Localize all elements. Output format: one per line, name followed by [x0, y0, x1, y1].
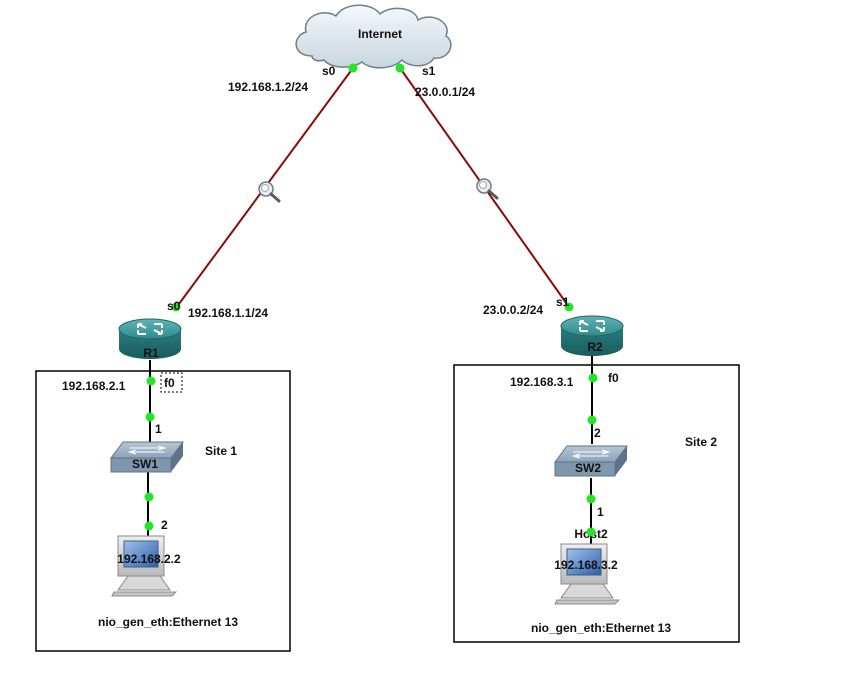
- switch-sw1[interactable]: SW1: [110, 441, 184, 473]
- router-icon: [560, 315, 624, 356]
- capture-magnifier-icon[interactable]: [258, 181, 281, 203]
- nio-label: nio_gen_eth:Ethernet 13: [531, 621, 671, 635]
- port-label: s1: [422, 64, 436, 78]
- site-label: Site 1: [205, 444, 237, 458]
- cloud-label: Internet: [358, 27, 402, 41]
- port-label: 1: [155, 422, 162, 436]
- port-up-indicator: [586, 527, 596, 537]
- router-label: R2: [587, 340, 603, 354]
- port-up-indicator: [395, 63, 405, 73]
- ip-label: 23.0.0.1/24: [415, 85, 475, 99]
- port-label: s0: [322, 64, 336, 78]
- workstation-icon: [554, 543, 621, 605]
- port-dots: [144, 63, 598, 537]
- port-label: 1: [597, 505, 604, 519]
- switch-label: SW1: [132, 457, 158, 471]
- host-2[interactable]: Host2 192.168.3.2: [554, 527, 621, 605]
- port-label: f0: [164, 376, 175, 390]
- switch-label: SW2: [575, 461, 601, 475]
- port-label: s0: [167, 299, 181, 313]
- port-label: s1: [556, 295, 570, 309]
- port-up-indicator: [586, 494, 596, 504]
- router-r1[interactable]: R1: [118, 318, 182, 360]
- port-up-indicator: [146, 376, 156, 386]
- site-label: Site 2: [685, 435, 717, 449]
- host-ip-label: 192.168.3.2: [554, 558, 618, 572]
- port-up-indicator: [144, 492, 154, 502]
- port-up-indicator: [587, 415, 597, 425]
- port-up-indicator: [588, 373, 598, 383]
- capture-magnifier-icon[interactable]: [476, 178, 499, 200]
- site-1-box: [35, 370, 291, 652]
- ip-label: 23.0.0.2/24: [483, 303, 543, 317]
- host-1[interactable]: 192.168.2.2: [111, 535, 181, 597]
- port-label: f0: [608, 371, 619, 385]
- ip-label: 192.168.1.2/24: [228, 80, 308, 94]
- port-up-indicator: [348, 63, 358, 73]
- port-up-indicator: [145, 412, 155, 422]
- router-label: R1: [143, 346, 159, 360]
- port-up-indicator: [171, 302, 181, 312]
- ip-label: 192.168.2.1: [62, 379, 126, 393]
- port-up-indicator: [144, 521, 154, 531]
- port-label: 2: [594, 426, 601, 440]
- router-r2[interactable]: R2: [560, 315, 624, 356]
- host-ip-label: 192.168.2.2: [117, 552, 181, 566]
- port-label: 2: [161, 518, 168, 532]
- workstation-icon: [111, 535, 178, 597]
- port-up-indicator: [564, 302, 574, 312]
- ip-label: 192.168.1.1/24: [188, 306, 268, 320]
- switch-icon: [554, 445, 628, 477]
- ip-label: 192.168.3.1: [510, 375, 574, 389]
- switch-sw2[interactable]: SW2: [554, 445, 628, 477]
- switch-icon: [110, 441, 184, 473]
- router-icon: [118, 318, 182, 359]
- site-2-box: [453, 364, 740, 643]
- internet-cloud[interactable]: Internet: [295, 4, 452, 69]
- nio-label: nio_gen_eth:Ethernet 13: [98, 615, 238, 629]
